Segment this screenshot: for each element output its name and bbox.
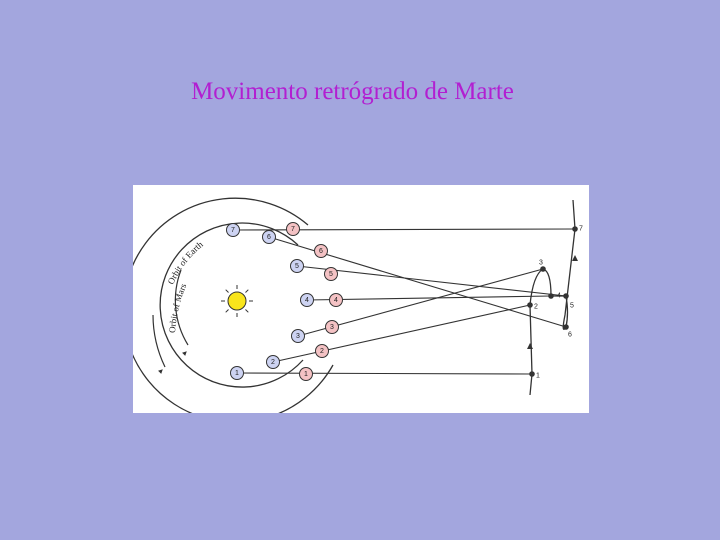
apparent-path-arrow [527, 343, 533, 349]
sight-lines [233, 229, 575, 374]
mars-position-label: 4 [334, 297, 338, 304]
mars-position-label: 6 [319, 248, 323, 255]
sun-disc [228, 292, 246, 310]
mars-orbit-label: Orbit of Mars [167, 281, 189, 333]
sky-position-5 [563, 293, 569, 299]
sky-position-label: 6 [568, 332, 572, 339]
earth-position-label: 7 [231, 227, 235, 234]
earth-position-label: 6 [267, 234, 271, 241]
sun-ray [245, 309, 248, 312]
earth-position-label: 4 [305, 297, 309, 304]
mars-direction-arrow [159, 370, 162, 373]
earth-position-label: 1 [235, 370, 239, 377]
apparent-path-arrow-upper [572, 255, 578, 261]
sight-line-5 [297, 266, 566, 296]
sky-position-label: 4 [557, 293, 561, 300]
sight-line-6 [269, 237, 566, 327]
sky-position-2 [527, 302, 533, 308]
sight-line-2 [273, 305, 530, 362]
sky-position-7 [572, 226, 578, 232]
mars-position-label: 7 [291, 226, 295, 233]
sky-position-1 [529, 371, 535, 377]
sun-icon [221, 285, 253, 317]
sky-positions: 1 2 3 4 5 6 7 [527, 226, 583, 380]
sight-line-7 [233, 229, 575, 230]
earth-position-label: 3 [296, 333, 300, 340]
sky-position-label: 5 [570, 303, 574, 310]
sky-position-label: 1 [536, 373, 540, 380]
mars-direction-arc [153, 315, 165, 367]
sky-position-3 [540, 266, 546, 272]
earth-direction-arrow [183, 352, 186, 355]
sun-ray [226, 309, 229, 312]
sky-position-label: 7 [579, 226, 583, 233]
mars-position-label: 1 [304, 371, 308, 378]
sun-ray [245, 290, 248, 293]
sight-line-4 [307, 296, 551, 300]
mars-position-label: 5 [329, 271, 333, 278]
mars-orbit-label-text: Orbit of Mars [167, 281, 189, 333]
slide-title: Movimento retrógrado de Marte [0, 78, 705, 106]
sky-position-6 [563, 324, 569, 330]
sun-ray [226, 290, 229, 293]
mars-position-label: 2 [320, 348, 324, 355]
sight-line-1 [237, 373, 532, 374]
earth-position-label: 5 [295, 263, 299, 270]
mars-position-label: 3 [330, 324, 334, 331]
sky-position-label: 3 [539, 260, 543, 267]
sky-position-label: 2 [534, 304, 538, 311]
earth-position-label: 2 [271, 359, 275, 366]
sky-position-4 [548, 293, 554, 299]
